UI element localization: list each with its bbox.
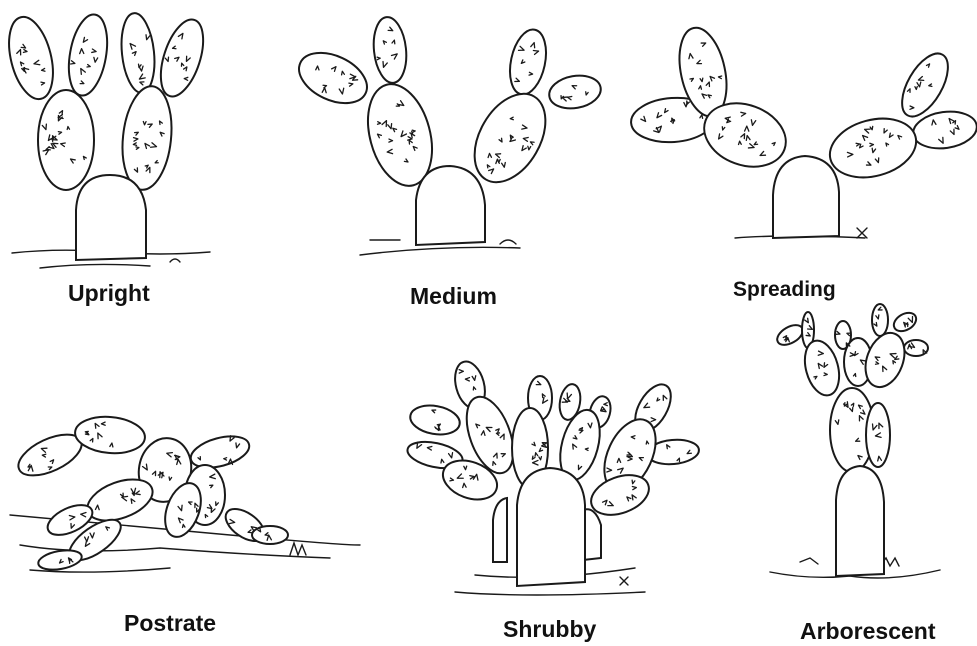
- medium-cactus-drawing: [290, 0, 620, 310]
- upright-cactus-drawing: [0, 0, 240, 300]
- arborescent-cactus-drawing: [740, 290, 977, 646]
- label-upright: Upright: [68, 280, 150, 307]
- postrate-cactus-drawing: [0, 330, 370, 646]
- panel-arborescent: Arborescent: [740, 290, 977, 646]
- label-postrate: Postrate: [124, 610, 216, 637]
- label-shrubby: Shrubby: [503, 616, 596, 643]
- panel-upright: Upright: [0, 0, 240, 300]
- panel-postrate: Postrate: [0, 330, 370, 646]
- spreading-cactus-drawing: [625, 0, 977, 310]
- label-arborescent: Arborescent: [800, 618, 935, 645]
- panel-spreading: Spreading: [625, 0, 977, 310]
- panel-shrubby: Shrubby: [395, 330, 715, 646]
- panel-medium: Medium: [290, 0, 620, 310]
- label-medium: Medium: [410, 283, 497, 310]
- shrubby-cactus-drawing: [395, 330, 715, 646]
